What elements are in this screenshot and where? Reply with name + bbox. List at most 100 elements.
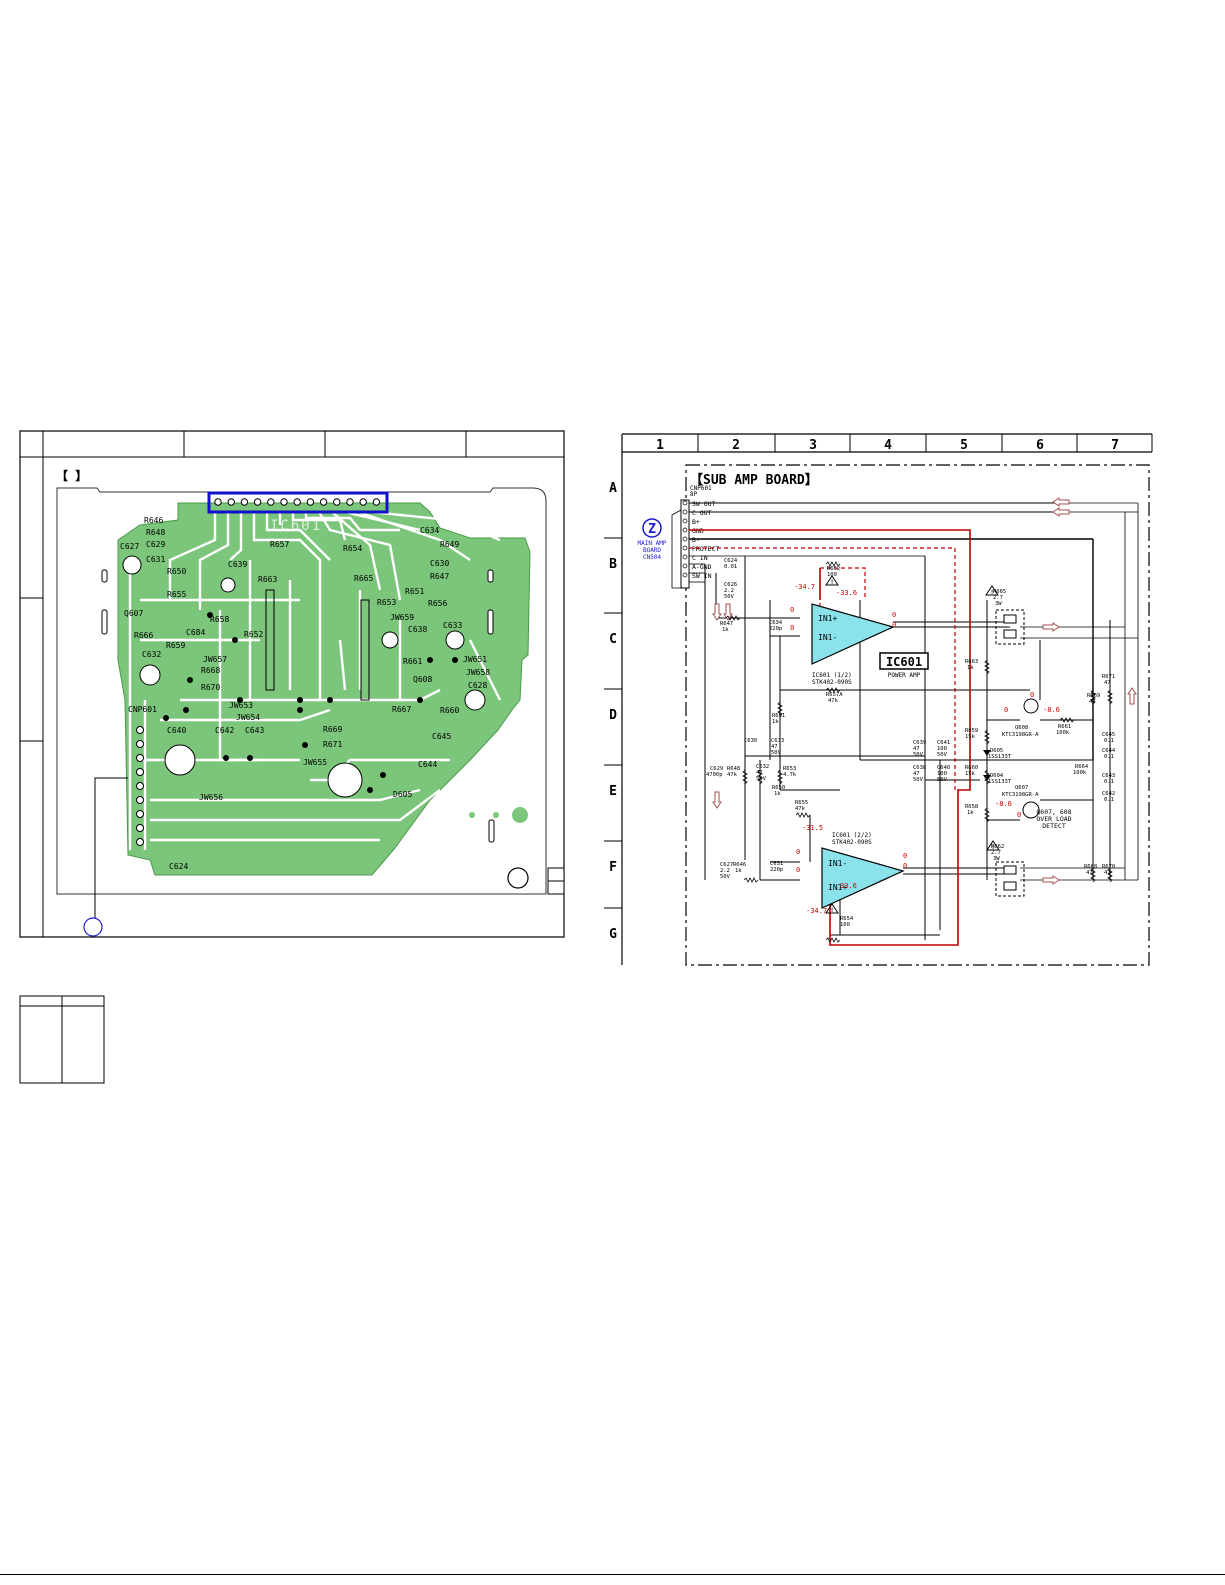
part-label: 3W xyxy=(995,601,1002,607)
part-label: R652 xyxy=(827,566,840,572)
amp-upper-pin-plus: IN1+ xyxy=(818,614,837,623)
pcb-traces xyxy=(128,510,502,850)
amp-lower-part-1: IC601 (2/2) xyxy=(832,832,872,839)
part-label: 100k xyxy=(1073,770,1087,776)
voltage-reading: 0 xyxy=(796,848,800,856)
row-label: F xyxy=(609,860,617,875)
warning-triangle-icon xyxy=(985,585,999,596)
warning-mark: ! xyxy=(991,844,995,851)
connector-pin xyxy=(682,527,688,533)
connector-label: 8P xyxy=(690,491,698,498)
part-label: 15k xyxy=(965,734,976,740)
trace xyxy=(331,511,382,591)
part-label: 0.1 xyxy=(1104,754,1114,760)
voltage-reading: 0 xyxy=(1017,811,1021,819)
connector-pin-label: C OUT xyxy=(692,509,712,517)
column-label: 4 xyxy=(884,438,892,453)
pad xyxy=(207,612,213,618)
part-label: 2.7 xyxy=(991,850,1001,856)
detect-label-line: Q607, 608 xyxy=(1036,808,1071,816)
voltage-reading: 0 xyxy=(903,852,907,860)
component-label: R649 xyxy=(440,540,459,549)
voltage-reading: 0 xyxy=(790,606,794,614)
voltage-reading: -34.7 xyxy=(794,583,815,591)
voltage-reading: -8.6 xyxy=(995,800,1012,808)
component-label: R669 xyxy=(323,725,342,734)
connector-reference-circle xyxy=(83,917,103,937)
part-label: C630 xyxy=(744,738,757,744)
component-label: R665 xyxy=(354,574,373,583)
ref-text-line: BOARD xyxy=(643,547,661,554)
component-label: C632 xyxy=(142,650,161,659)
part-label: R671 xyxy=(1102,674,1115,680)
component-label: R656 xyxy=(428,599,447,608)
part-label: 15k xyxy=(965,771,976,777)
connector-pin-label: SW OUT xyxy=(692,500,716,508)
part-label: R654 xyxy=(840,916,854,922)
component-label: JW658 xyxy=(466,668,490,677)
signal-arrow-icon xyxy=(1127,687,1137,705)
part-label: KTC3198GR-A xyxy=(1002,792,1039,798)
component-label: R661 xyxy=(403,657,422,666)
part-label: KTC3198GR-A xyxy=(1002,732,1039,738)
connector-pin xyxy=(682,500,688,506)
q608-transistor xyxy=(1023,698,1039,714)
part-label: D605 xyxy=(990,748,1003,754)
component-label: C640 xyxy=(167,726,186,735)
trace xyxy=(150,788,421,802)
part-label: C632 xyxy=(756,764,769,770)
component-label: R655 xyxy=(167,590,186,599)
part-label: R658 xyxy=(965,804,978,810)
part-label: R665 xyxy=(993,589,1006,595)
part-label: Q607 xyxy=(1015,785,1028,791)
component-label: R666 xyxy=(134,631,153,640)
trace xyxy=(304,512,400,532)
part-label: C644 xyxy=(1102,748,1116,754)
part-label: 100 xyxy=(937,771,947,777)
part-label: 1k xyxy=(967,810,974,816)
part-label: C633 xyxy=(771,738,784,744)
pad xyxy=(327,697,333,703)
voltage-readings: -34.7-33.6000000-8.60-8.6-31.5000033.6-3… xyxy=(790,583,1060,915)
connector-pin xyxy=(682,554,688,560)
part-label: R670 xyxy=(1102,864,1115,870)
mounting-slot xyxy=(488,819,495,843)
mounting-slot xyxy=(101,569,108,583)
part-label: R653 xyxy=(783,766,796,772)
part-label: 100k xyxy=(1056,730,1070,736)
component-label: R647 xyxy=(430,572,449,581)
part-label: 50V xyxy=(937,752,948,758)
part-label: 50V xyxy=(724,594,735,600)
part-label: 4700p xyxy=(706,772,723,778)
part-label: 47k xyxy=(795,806,806,812)
component-label: JW651 xyxy=(463,655,487,664)
part-label: 50V xyxy=(720,874,731,880)
cnp601-pin xyxy=(136,754,144,762)
schematic-wiring xyxy=(689,502,1139,940)
component-label: C624 xyxy=(169,862,188,871)
ref-text-line: MAIN AMP xyxy=(638,540,667,547)
component-label: R657 xyxy=(270,540,289,549)
component-label: R658 xyxy=(210,615,229,624)
part-label: R650 xyxy=(772,785,785,791)
row-label: G xyxy=(609,927,617,942)
part-label: 100 xyxy=(840,922,850,928)
row-label: C xyxy=(609,632,617,647)
warning-triangle-icon xyxy=(825,903,839,914)
ic601-name-box xyxy=(879,652,929,670)
part-label: 1k xyxy=(722,627,729,633)
component-label: CNP601 xyxy=(128,705,157,714)
capacitor-footprint xyxy=(139,664,161,686)
pad xyxy=(187,677,193,683)
component-label: C634 xyxy=(420,526,439,535)
voltage-reading: -8.6 xyxy=(1043,706,1060,714)
sub-amp-board-title: 【SUB AMP BOARD】 xyxy=(690,472,818,488)
trace xyxy=(168,512,217,600)
part-label: 50V xyxy=(756,776,767,782)
part-label: 50V xyxy=(937,777,948,783)
d604-diode xyxy=(983,775,991,781)
detect-label-line: OVER LOAD xyxy=(1036,815,1071,823)
